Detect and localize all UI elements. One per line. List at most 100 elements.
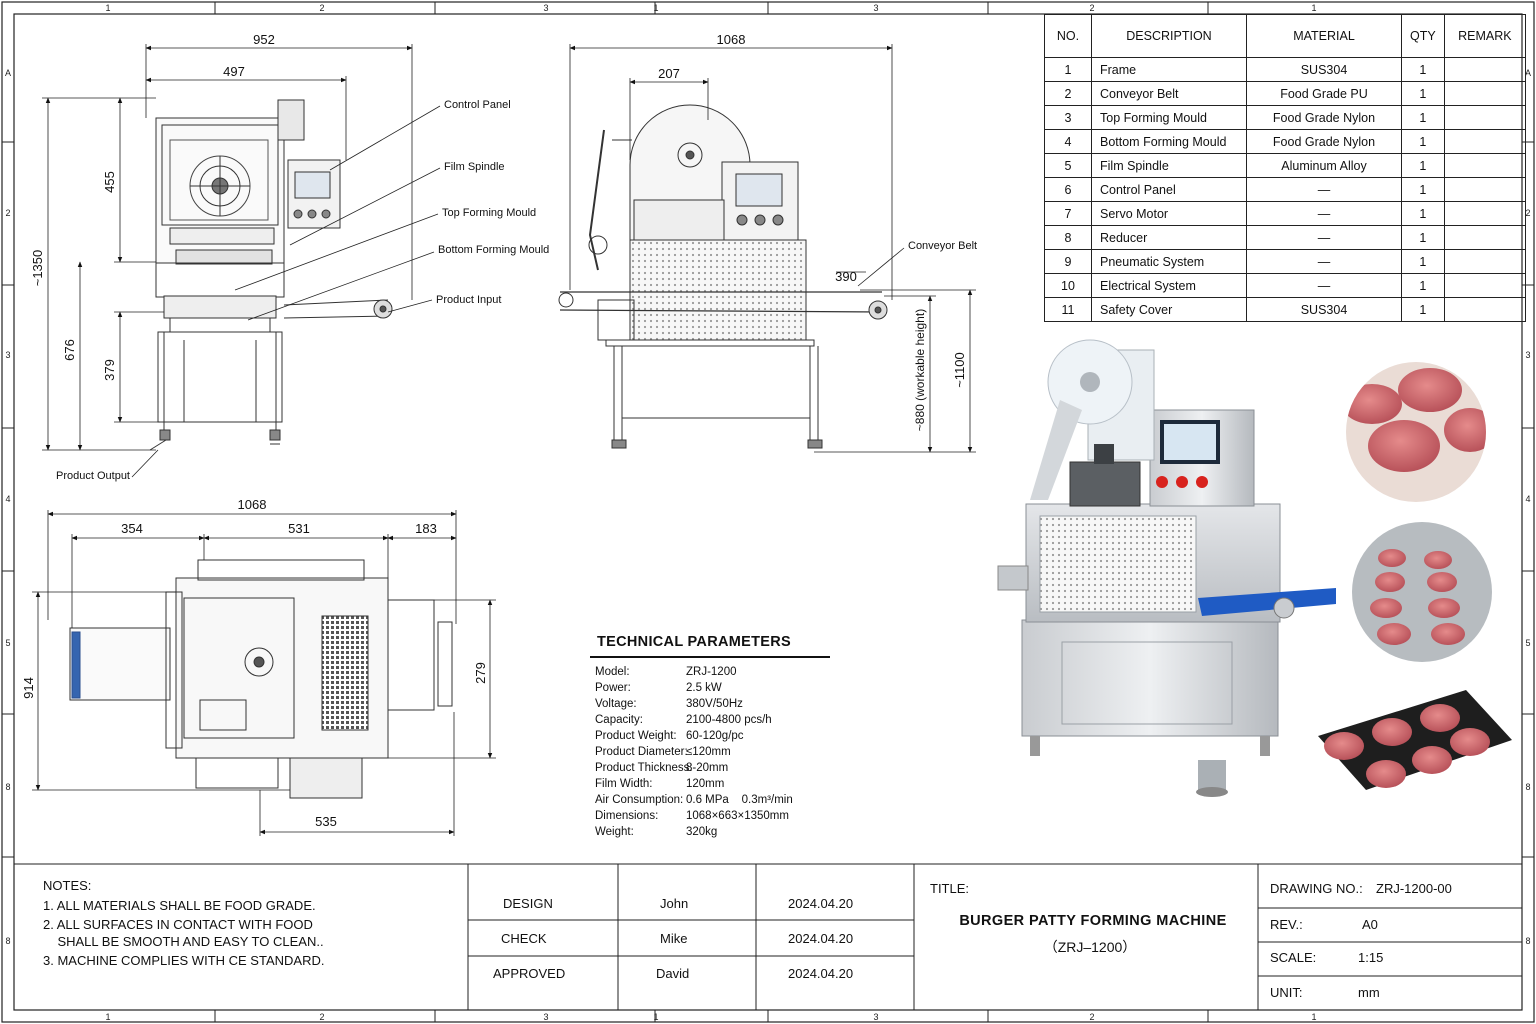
bom-cell: 1 [1401,201,1445,226]
bom-header: MATERIAL [1246,14,1402,58]
col-label: 3 [873,1012,878,1022]
unit-label: UNIT: [1270,985,1303,1000]
tech-label: Model: [595,666,630,678]
front-view-dimensions [42,44,413,451]
bom-cell: 1 [1401,225,1445,250]
bom-header: REMARK [1443,14,1527,58]
dim-1350: ~1350 [30,250,45,287]
bom-cell: SUS304 [1246,297,1402,322]
dim-1100: ~1100 [952,352,967,388]
approval-role: APPROVED [493,966,565,981]
side-view-labels: 1068 207 390 ~880 (workable height) ~110… [658,32,977,431]
scale-value: 1:15 [1358,950,1383,965]
bom-header: NO. [1044,14,1092,58]
top-view-labels: 1068 354 531 183 914 279 535 [21,497,488,829]
tech-title: TECHNICAL PARAMETERS [597,634,791,650]
tech-label: Product Thickness: [595,762,693,774]
tech-value: 320kg [686,826,718,838]
dim-676: 676 [62,339,77,361]
tech-value: 1068×663×1350mm [686,810,789,822]
row-label: 4 [1525,494,1530,504]
border-column-labels: 1 2 3 1 3 2 1 1 2 3 1 3 2 1 [105,3,1316,1022]
callout-control-panel: Control Panel [444,99,511,111]
rev-value: A0 [1362,917,1378,932]
note-line: 3. MACHINE COMPLIES WITH CE STANDARD. [43,953,325,968]
bom-cell: 8 [1044,225,1092,250]
col-label: 1 [1311,1012,1316,1022]
bom-cell: — [1246,273,1402,298]
patty-photos [1318,362,1512,790]
dim-379: 379 [102,359,117,381]
notes-title: NOTES: [43,878,92,893]
col-label: 3 [543,3,548,13]
tech-row: Model:ZRJ-1200 [590,664,830,680]
bom-cell: 9 [1044,249,1092,274]
approval-name: David [656,966,689,981]
bom-cell: Frame [1091,57,1247,82]
tech-title-rule [590,656,830,658]
bom-cell: 1 [1401,81,1445,106]
tech-row: Dimensions:1068×663×1350mm [590,808,830,824]
bom-cell: — [1246,201,1402,226]
bom-cell: Aluminum Alloy [1246,153,1402,178]
top-view-dimensions [32,510,496,836]
tech-value: 0.6 MPa 0.3m³/min [686,794,793,806]
dim-279: 279 [473,662,488,684]
bom-header-row: NO. DESCRIPTION MATERIAL QTY REMARK [1044,14,1527,58]
row-label: 3 [1525,350,1530,360]
bom-cell: 7 [1044,201,1092,226]
tech-value: 2.5 kW [686,682,722,694]
row-label: 3 [5,350,10,360]
bom-cell: — [1246,177,1402,202]
bom-cell: 1 [1401,249,1445,274]
bom-cell: SUS304 [1246,57,1402,82]
approval-date: 2024.04.20 [788,966,853,981]
bom-cell [1443,225,1527,250]
bom-cell [1443,249,1527,274]
bom-cell: Safety Cover [1091,297,1247,322]
bom-cell: Film Spindle [1091,153,1247,178]
bom-cell: 4 [1044,129,1092,154]
bom-cell: 5 [1044,153,1092,178]
col-label: 3 [543,1012,548,1022]
bom-cell [1443,129,1527,154]
bom-header: DESCRIPTION [1091,14,1247,58]
col-label: 2 [319,1012,324,1022]
approval-role: CHECK [501,931,547,946]
bom-cell: — [1246,249,1402,274]
callout-product-output: Product Output [56,470,130,482]
tech-row: Capacity:2100-4800 pcs/h [590,712,830,728]
bom-cell [1443,81,1527,106]
drawing-no: ZRJ-1200-00 [1376,881,1452,896]
front-view-leaders [131,105,441,478]
row-label: 8 [1525,936,1530,946]
bom-cell [1443,105,1527,130]
row-label: 4 [5,494,10,504]
drawing-title: BURGER PATTY FORMING MACHINE [959,913,1226,929]
tech-label: Film Width: [595,778,653,790]
dim-880: ~880 (workable height) [913,309,927,431]
bom-cell [1443,177,1527,202]
dim-497: 497 [223,64,245,79]
row-label: 8 [1525,782,1530,792]
bom-cell: 3 [1044,105,1092,130]
rev-label: REV.: [1270,917,1303,932]
border-row-labels: A 2 3 4 5 8 8 A 2 3 4 5 8 8 [5,68,1531,946]
bom-cell [1443,201,1527,226]
drawing-no-label: DRAWING NO.: [1270,881,1363,896]
col-label: 1 [105,1012,110,1022]
tech-value: 2100-4800 pcs/h [686,714,772,726]
tech-value: 380V/50Hz [686,698,743,710]
dim-207: 207 [658,66,680,81]
dim-531: 531 [288,521,310,536]
tech-label: Product Weight: [595,730,677,742]
col-label: 2 [1089,1012,1094,1022]
front-view-drawing [149,99,393,451]
